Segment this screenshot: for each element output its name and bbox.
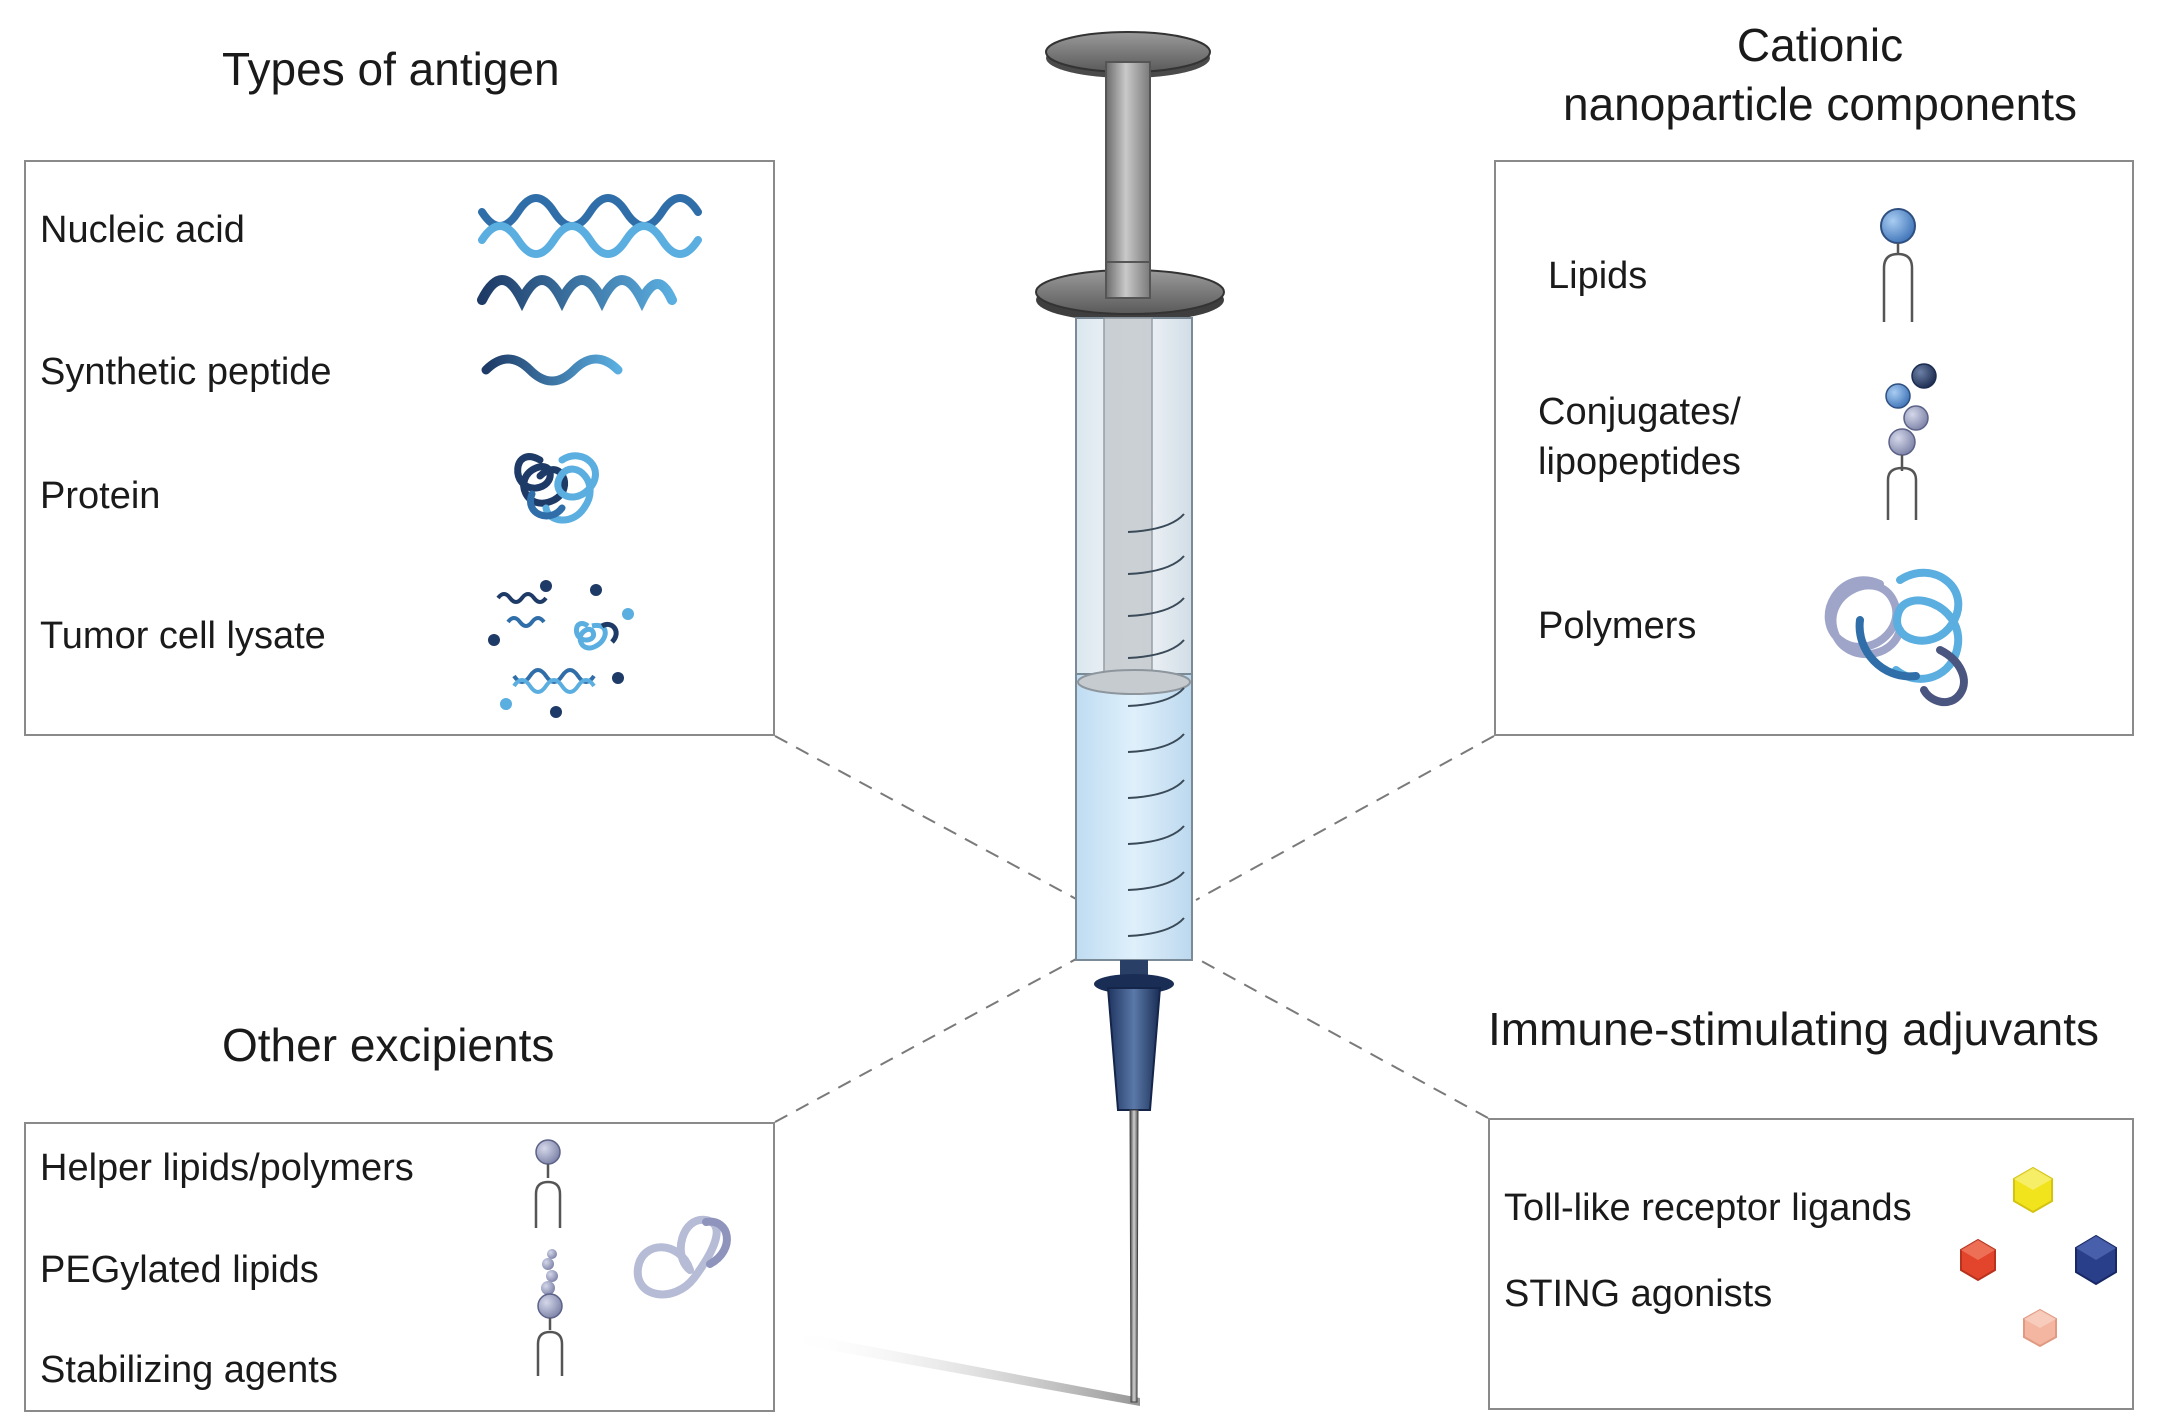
rna-single-helix-icon bbox=[477, 275, 677, 312]
cationic-item-polymers: Polymers bbox=[1538, 605, 1697, 647]
lipopeptide-conjugate-icon bbox=[1885, 363, 1937, 520]
excipients-panel bbox=[24, 1122, 775, 1412]
syringe-icon bbox=[1035, 31, 1225, 1403]
lipid-icon bbox=[1880, 208, 1916, 322]
excipients-item-peg: PEGylated lipids bbox=[40, 1249, 319, 1291]
helper-lipid-icon bbox=[534, 1139, 562, 1228]
cationic-panel bbox=[1494, 160, 2134, 736]
excipients-item-stabilizing: Stabilizing agents bbox=[40, 1349, 338, 1391]
adjuvants-heading: Immune-stimulating adjuvants bbox=[1488, 1003, 2100, 1055]
dna-double-helix-icon bbox=[478, 194, 702, 258]
antigen-panel bbox=[24, 160, 775, 736]
excipients-heading: Other excipients bbox=[222, 1019, 555, 1071]
cationic-item-conjugates: Conjugates/ bbox=[1538, 391, 1741, 433]
cationic-heading: Cationic nanoparticle components bbox=[1540, 16, 2100, 134]
cationic-heading-line1: Cationic bbox=[1736, 19, 1904, 71]
cationic-heading-line2: nanoparticle components bbox=[1563, 77, 2077, 130]
adjuvant-hexagon-navy-icon bbox=[2075, 1234, 2117, 1286]
adjuvants-item-sting: STING agonists bbox=[1504, 1273, 1773, 1315]
antigen-item-nucleic-acid: Nucleic acid bbox=[40, 209, 245, 251]
adjuvant-hexagon-yellow-icon bbox=[2013, 1166, 2053, 1214]
adjuvant-hexagon-red-icon bbox=[1960, 1238, 1996, 1282]
protein-coil-icon bbox=[514, 452, 599, 524]
helper-polymer-icon bbox=[633, 1215, 731, 1299]
antigen-item-protein: Protein bbox=[40, 475, 161, 517]
cationic-item-lipids: Lipids bbox=[1548, 255, 1648, 297]
polymer-coil-icon bbox=[1824, 568, 1968, 707]
cationic-item-lipopeptides: lipopeptides bbox=[1538, 441, 1741, 483]
leader-lines bbox=[774, 735, 1495, 1123]
adjuvants-panel bbox=[1488, 1118, 2134, 1410]
peptide-chain-icon bbox=[481, 354, 623, 386]
tumor-lysate-icon bbox=[488, 580, 634, 718]
antigen-heading: Types of antigen bbox=[222, 43, 560, 95]
peg-lipid-icon bbox=[536, 1249, 564, 1376]
needle-shadow bbox=[784, 1330, 1140, 1406]
antigen-item-synthetic-peptide: Synthetic peptide bbox=[40, 351, 332, 393]
adjuvants-item-tlr: Toll-like receptor ligands bbox=[1504, 1187, 1912, 1229]
antigen-item-tumor-cell-lysate: Tumor cell lysate bbox=[40, 615, 326, 657]
adjuvant-hexagon-peach-icon bbox=[2023, 1308, 2057, 1348]
excipients-item-helper: Helper lipids/polymers bbox=[40, 1147, 414, 1189]
